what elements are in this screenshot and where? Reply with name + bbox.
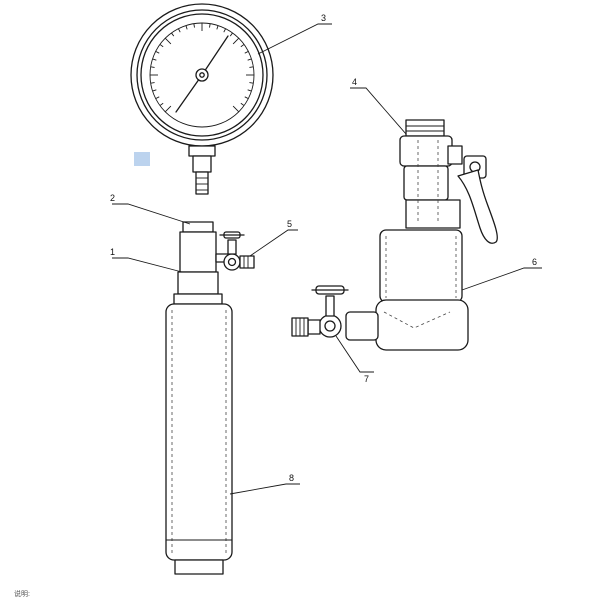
gauge-tick [152,89,157,92]
valve-assembly [291,119,498,351]
gauge-tick [244,96,249,100]
cylinder-assembly [165,221,255,575]
gauge-tick [240,102,245,106]
gauge-tick [232,37,240,45]
gauge-tick [152,58,157,61]
gauge-tick [185,25,188,30]
gauge-tick [249,82,254,84]
pressure-gauge [130,3,274,195]
gauge-tick [209,23,211,28]
gauge-tick [232,105,240,113]
gauge-tick [155,50,160,54]
callout-6: 6 [532,257,537,267]
callout-7: 7 [364,374,369,384]
gauge-tick [159,102,164,106]
gauge-tick [240,44,245,48]
leader-lines [112,23,542,495]
callout-4: 4 [352,77,357,87]
callout-3: 3 [321,13,326,23]
gauge-tick [150,66,155,68]
gauge-tick [193,23,195,28]
gauge-tick [150,82,155,84]
gauge-tick [247,89,252,92]
gauge-tick [229,32,233,37]
gauge-tick [171,32,175,37]
callout-2: 2 [110,193,115,203]
gauge-tick [164,37,172,45]
watermark-mark [134,152,150,166]
callout-1: 1 [110,247,115,257]
gauge-tick [177,28,181,33]
gauge-tick [164,105,172,113]
callout-5: 5 [287,219,292,229]
gauge-tick [244,50,249,54]
gauge-needle [201,35,229,76]
caption: 说明: [14,589,30,598]
callout-8: 8 [289,473,294,483]
gauge-ticks [150,23,254,113]
gauge-tick [155,96,160,100]
gauge-tick [223,28,227,33]
gauge-tick [249,66,254,68]
gauge-tick [159,44,164,48]
gauge-tick [216,25,219,30]
gauge-tick [247,58,252,61]
